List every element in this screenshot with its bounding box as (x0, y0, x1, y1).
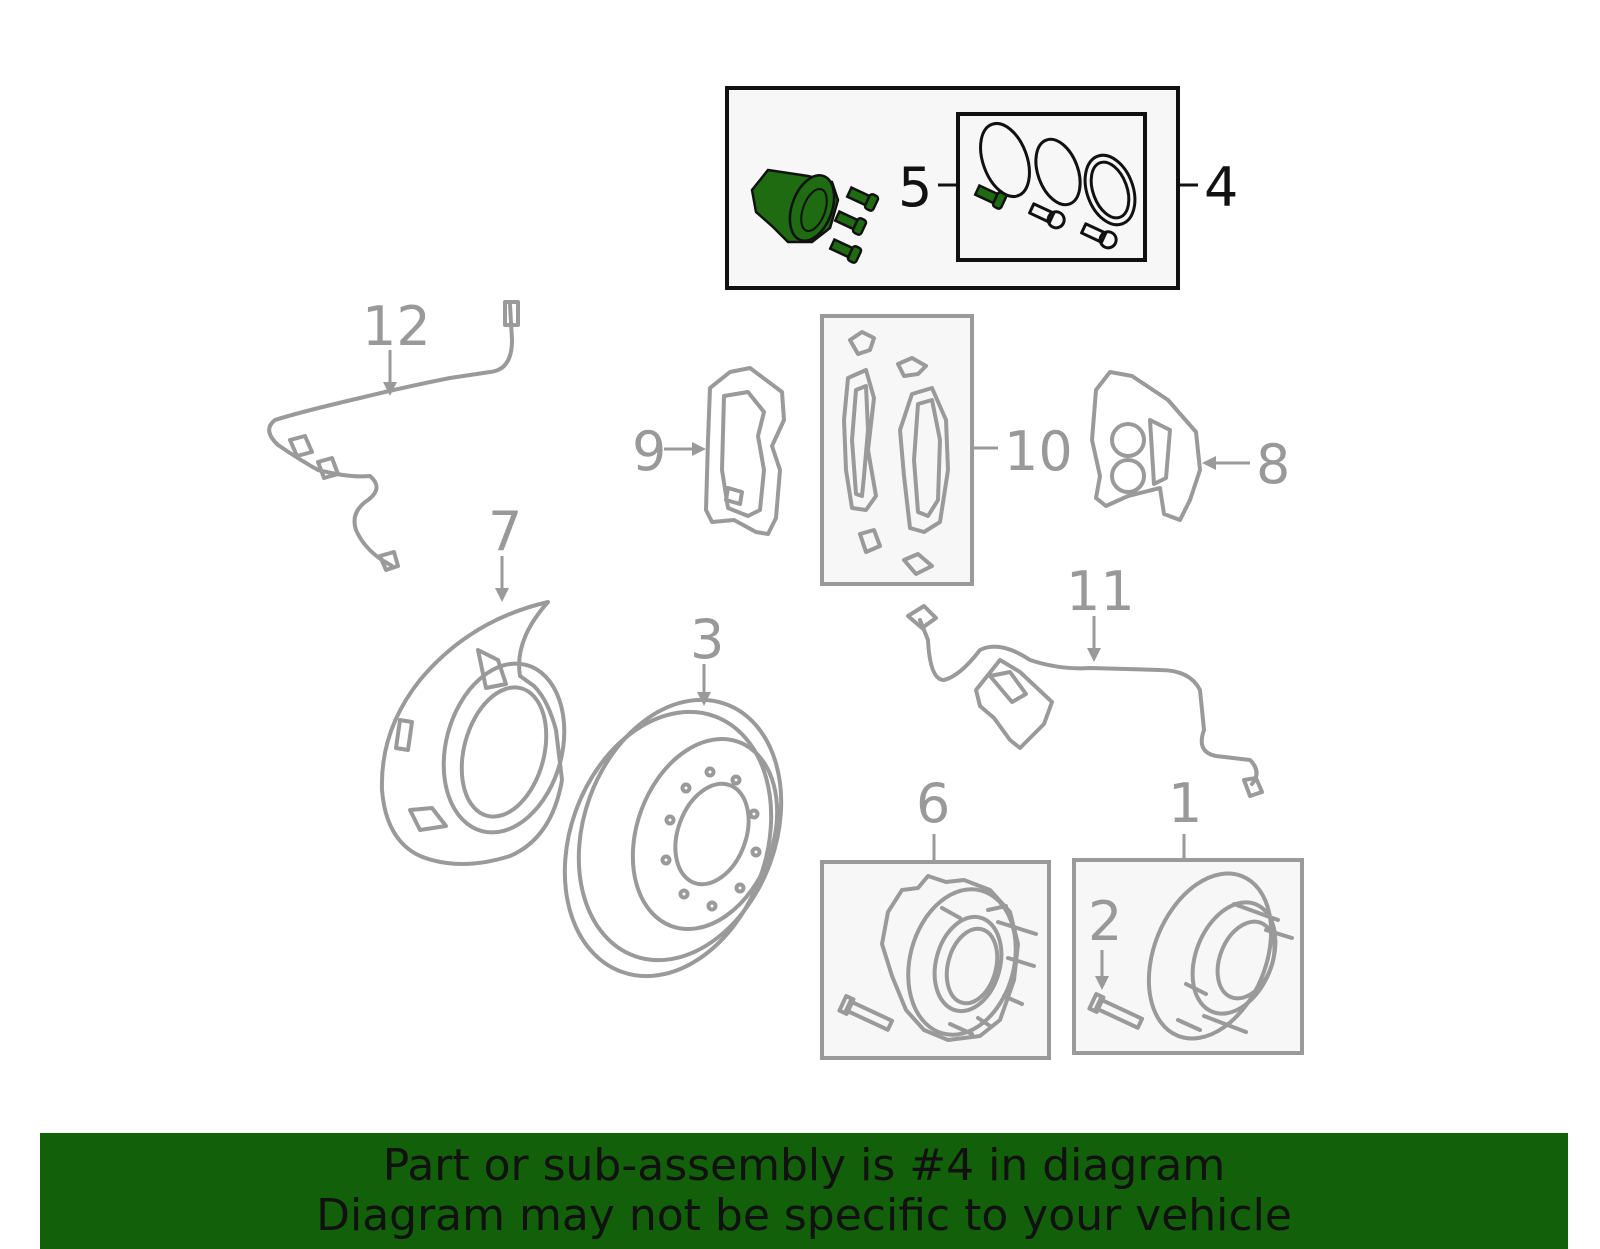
part-1-hub-and-bearing[interactable]: 1 2 (1072, 772, 1304, 1057)
callout-1: 1 (1168, 772, 1202, 835)
part-6-hub-assembly[interactable]: 6 (820, 772, 1051, 1060)
green-bolt-icons (828, 183, 1008, 264)
hub-bolt-icon (837, 994, 895, 1032)
callout-9: 9 (632, 420, 666, 483)
part-7-splash-shield[interactable]: 7 (379, 500, 582, 866)
part-11-abs-harness[interactable]: 11 (906, 560, 1264, 798)
info-banner: Part or sub-assembly is #4 in diagram Di… (40, 1133, 1568, 1249)
banner-line-1: Part or sub-assembly is #4 in diagram (382, 1140, 1226, 1191)
callout-2: 2 (1088, 890, 1122, 953)
callout-11: 11 (1066, 560, 1135, 623)
callout-6: 6 (916, 772, 950, 835)
callout-8: 8 (1256, 433, 1290, 496)
part-12-abs-sensor-harness[interactable]: 12 (267, 295, 520, 572)
hub-studs-icon (940, 904, 1038, 1036)
kit-bolt-icons (1028, 202, 1118, 250)
callout-3: 3 (690, 608, 724, 671)
rotor-lug-holes-icon (660, 766, 762, 912)
part-4-caliper-kit[interactable]: 5 4 (725, 86, 1238, 290)
part-10-brake-pads[interactable]: 10 (820, 314, 1073, 586)
callout-12: 12 (362, 295, 431, 358)
hub-bolt-icon (1087, 992, 1145, 1030)
callout-4: 4 (1204, 156, 1238, 219)
banner-line-2: Diagram may not be specific to your vehi… (316, 1190, 1292, 1241)
callout-5: 5 (898, 156, 932, 219)
part-8-caliper[interactable]: 8 (1090, 370, 1290, 522)
seal-rings-icon (979, 122, 1137, 227)
piston-icon (750, 168, 840, 244)
part-3-rotor[interactable]: 3 (529, 608, 816, 1005)
callout-7: 7 (488, 500, 522, 563)
callout-10: 10 (1004, 420, 1073, 483)
part-9-caliper-bracket[interactable]: 9 (632, 366, 786, 536)
hub-studs-icon (1176, 902, 1294, 1034)
